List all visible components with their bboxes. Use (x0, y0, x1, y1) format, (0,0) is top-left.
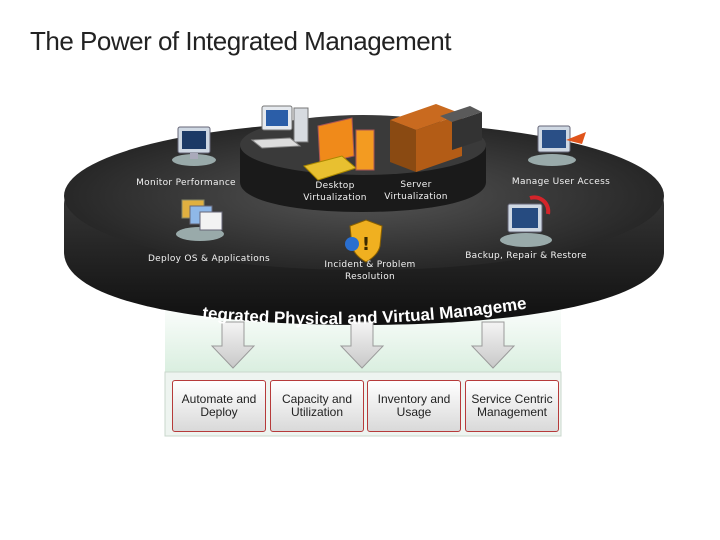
label-server-virtualization: Server Virtualization (384, 180, 448, 202)
laptop-icon (303, 117, 375, 181)
down-arrow (339, 321, 385, 369)
box-service-centric: Service Centric Management (465, 380, 559, 432)
label-user-access: Manage User Access (511, 177, 611, 187)
svg-text:!: ! (362, 234, 370, 255)
down-arrow (210, 321, 256, 369)
server-icon (390, 104, 482, 172)
label-deploy: Deploy OS & Applications (147, 254, 271, 264)
label-desktop-virtualization: Desktop Virtualization (303, 181, 367, 203)
user-access-icon (528, 125, 586, 166)
box-inventory-usage: Inventory and Usage (367, 380, 461, 432)
slide-title: The Power of Integrated Management (30, 26, 451, 56)
monitor-icon (172, 126, 216, 166)
box-capacity-utilization: Capacity and Utilization (270, 380, 364, 432)
workstation-icon (250, 105, 309, 149)
shield-icon: ! (345, 219, 383, 263)
down-arrow (470, 321, 516, 369)
label-incident: Incident & Problem Resolution (324, 260, 416, 282)
label-backup: Backup, Repair & Restore (465, 251, 587, 261)
box-automate-deploy: Automate and Deploy (172, 380, 266, 432)
label-monitor: Monitor Performance (136, 178, 236, 188)
backup-icon (500, 195, 552, 247)
deploy-icon (176, 199, 224, 241)
